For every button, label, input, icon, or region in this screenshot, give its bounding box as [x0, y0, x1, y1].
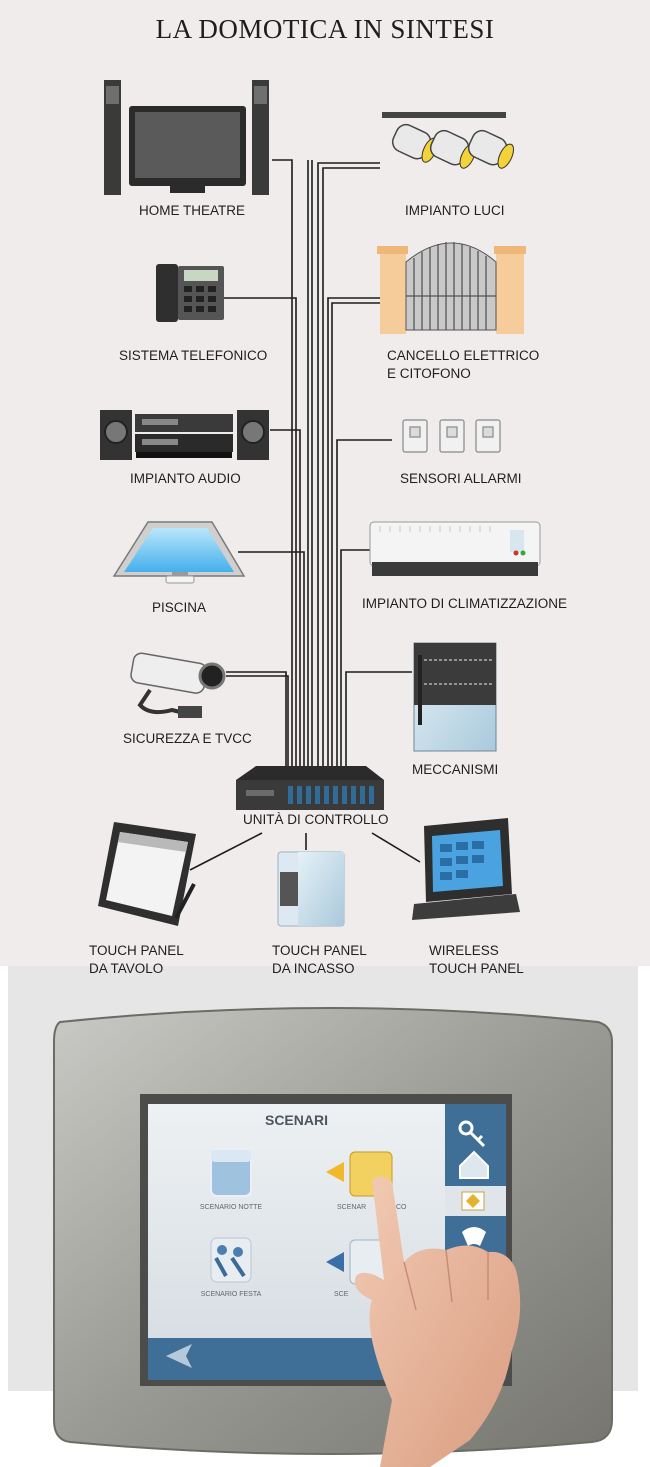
gate-icon: [377, 242, 526, 334]
label-touch-panel-incasso: TOUCH PANEL DA INCASSO: [272, 942, 367, 978]
label-tp-wireless-line1: WIRELESS: [429, 943, 499, 958]
mechanisms-icon: [413, 642, 497, 752]
wireless-touch-panel-icon: [412, 818, 520, 920]
label-tp-tavolo-line2: DA TAVOLO: [89, 961, 164, 976]
label-cancello: CANCELLO ELETTRICO E CITOFONO: [387, 347, 539, 383]
selected-indicator-icon: [461, 1191, 485, 1211]
label-impianto-luci: IMPIANTO LUCI: [405, 203, 505, 218]
spotlights-icon: [382, 112, 514, 169]
label-tp-tavolo-line1: TOUCH PANEL: [89, 943, 184, 958]
label-meccanismi: MECCANISMI: [412, 762, 499, 777]
audio-system-icon: [100, 410, 269, 460]
scenario-festa-label[interactable]: SCENARIO FESTA: [200, 1291, 262, 1298]
security-camera-icon: [130, 652, 226, 718]
home-theatre-icon: [104, 80, 269, 195]
label-wireless-touch-panel: WIRELESS TOUCH PANEL: [429, 942, 524, 978]
label-tp-incasso-line1: TOUCH PANEL: [272, 943, 367, 958]
label-cancello-line2: E CITOFONO: [387, 366, 471, 381]
scenario-festa-tile: [210, 1237, 252, 1283]
pool-icon: [112, 521, 246, 584]
label-impianto-audio: IMPIANTO AUDIO: [130, 471, 241, 486]
air-conditioner-icon: [369, 521, 541, 576]
label-sicurezza: SICUREZZA E TVCC: [123, 731, 252, 746]
panel-header: SCENARI: [264, 1112, 328, 1128]
scenario-partial-label-3[interactable]: SCE: [334, 1291, 349, 1298]
wiring: [189, 159, 421, 871]
key-icon: [458, 1120, 486, 1148]
pointing-hand: [354, 1176, 521, 1467]
label-unita-controllo: UNITÀ DI CONTROLLO: [243, 812, 389, 827]
label-cancello-line1: CANCELLO ELETTRICO: [387, 348, 540, 363]
telephone-icon: [156, 264, 224, 322]
touch-panel-device: [53, 1007, 613, 1455]
label-sistema-telefonico: SISTEMA TELEFONICO: [119, 348, 268, 363]
scenario-partial-label-2: CO: [396, 1204, 407, 1211]
alarm-sensors-icon: [402, 419, 501, 453]
scenario-notte-tile: [210, 1149, 252, 1197]
label-piscina: PISCINA: [152, 600, 207, 615]
settings-icon: [462, 1227, 486, 1246]
label-climatizzazione: IMPIANTO DI CLIMATIZZAZIONE: [362, 596, 568, 611]
control-unit-icon: [236, 766, 384, 810]
back-arrow-icon: [166, 1344, 192, 1368]
scenario-notte-label[interactable]: SCENARIO NOTTE: [199, 1204, 263, 1211]
label-touch-panel-tavolo: TOUCH PANEL DA TAVOLO: [89, 942, 184, 978]
label-home-theatre: HOME THEATRE: [139, 203, 246, 218]
table-touch-panel-icon: [98, 822, 196, 926]
home-icon: [459, 1150, 489, 1179]
label-sensori-allarmi: SENSORI ALLARMI: [400, 471, 522, 486]
wall-touch-panel-icon: [277, 851, 345, 927]
page-title: LA DOMOTICA IN SINTESI: [155, 14, 495, 44]
scenario-partial-label-1[interactable]: SCENAR: [337, 1204, 367, 1211]
label-tp-incasso-line2: DA INCASSO: [272, 961, 355, 976]
label-tp-wireless-line2: TOUCH PANEL: [429, 961, 524, 976]
